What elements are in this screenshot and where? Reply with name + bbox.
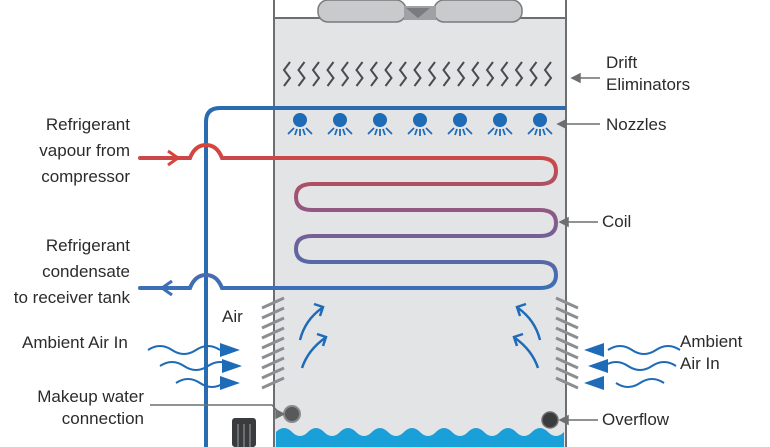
ambient-air-in-left-label: Ambient Air In — [22, 333, 128, 352]
louver-blade — [555, 356, 579, 370]
makeup-valve-icon — [283, 405, 301, 423]
eliminator-blade — [485, 61, 495, 87]
eliminator-blade — [340, 61, 350, 87]
eliminator-blade — [471, 61, 480, 87]
fan-icon — [317, 0, 523, 23]
louver-blade — [261, 376, 285, 390]
leader-lines — [150, 72, 600, 426]
louver-blade — [555, 336, 579, 350]
nozzle-spray-icon — [287, 113, 313, 136]
refrigerant-coil — [138, 142, 559, 290]
louver-blade — [555, 306, 579, 320]
eliminator-blade — [500, 61, 509, 87]
nozzle-spray-icon — [327, 113, 353, 136]
refrigerant-condensate-label: Refrigerant condensate to receiver tank — [13, 236, 130, 307]
drift-eliminators — [282, 61, 553, 87]
nozzle-spray-icon — [527, 113, 553, 136]
coil-label: Coil — [602, 212, 632, 231]
louver-blade — [261, 356, 285, 370]
ambient-air-arrows-left — [147, 345, 233, 388]
louver-blade — [261, 326, 285, 340]
refrigerant-outlet-arrowhead — [159, 279, 173, 297]
louver-blade — [261, 346, 285, 360]
louver-blade — [261, 306, 285, 320]
louver-blade — [555, 376, 579, 390]
eliminator-blade — [514, 61, 524, 87]
louver-blade — [555, 366, 579, 380]
water-distribution-pipe — [204, 106, 566, 447]
eliminator-blade — [543, 61, 553, 87]
overflow-outlet-icon — [541, 411, 559, 429]
eliminator-blade — [529, 61, 538, 87]
internal-airflow-arrows — [298, 302, 542, 369]
tower-casing — [273, 0, 567, 447]
eliminator-blade — [369, 61, 379, 87]
nozzle-spray-icon — [407, 113, 433, 136]
ambient-air-arrowheads-left — [220, 343, 242, 390]
air-inlet-louvers-left — [261, 296, 285, 390]
eliminator-blade — [398, 61, 408, 87]
eliminator-blade — [384, 61, 393, 87]
eliminator-blade — [326, 61, 335, 87]
water-basin — [276, 428, 564, 447]
air-label: Air — [222, 307, 243, 326]
louver-blade — [555, 296, 579, 310]
drift-eliminators-label: Drift Eliminators — [606, 53, 691, 94]
nozzle-row — [287, 113, 553, 136]
eliminator-blade — [456, 61, 466, 87]
louver-blade — [555, 316, 579, 330]
nozzles-label: Nozzles — [606, 115, 667, 134]
eliminator-blade — [442, 61, 451, 87]
nozzle-spray-icon — [487, 113, 513, 136]
eliminator-blade — [355, 61, 364, 87]
louver-blade — [261, 316, 285, 330]
eliminator-blade — [427, 61, 437, 87]
eliminator-blade — [413, 61, 422, 87]
nozzle-spray-icon — [367, 113, 393, 136]
air-inlet-louvers-right — [555, 296, 579, 390]
louver-blade — [261, 366, 285, 380]
ambient-air-arrows-right — [603, 345, 681, 388]
pump-icon — [232, 418, 256, 447]
louver-blade — [555, 326, 579, 340]
makeup-water-label: Makeup water connection — [37, 387, 144, 428]
refrigerant-inlet-arrowhead — [167, 149, 181, 167]
louver-blade — [261, 336, 285, 350]
louver-blade — [261, 296, 285, 310]
eliminator-blade — [297, 61, 306, 87]
ambient-air-arrowheads-right — [584, 343, 608, 390]
ambient-air-in-right-label: Ambient Air In — [680, 332, 743, 373]
overflow-label: Overflow — [602, 410, 670, 429]
louver-blade — [555, 346, 579, 360]
eliminator-blade — [311, 61, 321, 87]
refrigerant-vapour-label: Refrigerant vapour from compressor — [39, 115, 130, 186]
nozzle-spray-icon — [447, 113, 473, 136]
eliminator-blade — [282, 61, 292, 87]
